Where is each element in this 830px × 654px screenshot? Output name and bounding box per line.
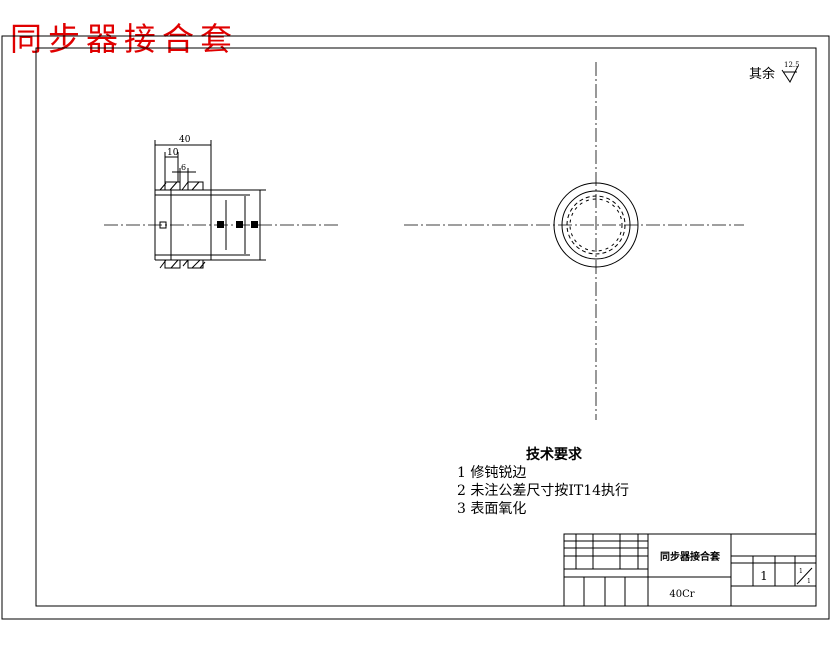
roughness-label: 其余 [749,66,775,82]
part-name: 同步器接合套 [660,550,721,563]
dim-10: 10 [167,148,179,158]
dim-40: 40 [179,135,191,145]
dim-6: 6 [181,163,186,172]
scale-bottom: 1 [807,578,811,585]
roughness-icon [781,65,799,83]
end-view [404,62,744,420]
scale-top: 1 [799,568,803,575]
outer-frame [1,35,830,620]
tech-heading: 技术要求 [526,446,583,463]
dimension-lines [154,140,212,190]
tech-item: 2 未注公差尺寸按IT14执行 [457,483,629,499]
title-block: 同步器接合套 40Cr 1 1 1 [563,533,817,607]
tech-item: 3 表面氧化 [457,501,526,517]
drawing-title: 同步器接合套 [10,20,239,58]
material: 40Cr [669,589,694,600]
tech-item: 1 修钝锐边 [457,465,526,481]
section-view: 40 10 6 [104,135,338,269]
hatching [159,181,206,269]
tech-requirements: 技术要求 1 修钝锐边 2 未注公差尺寸按IT14执行 3 表面氧化 [457,446,629,517]
inner-frame [35,47,817,607]
roughness-symbol: 其余 12.5 [749,61,800,83]
roughness-value: 12.5 [784,61,800,69]
quantity: 1 [760,569,768,583]
